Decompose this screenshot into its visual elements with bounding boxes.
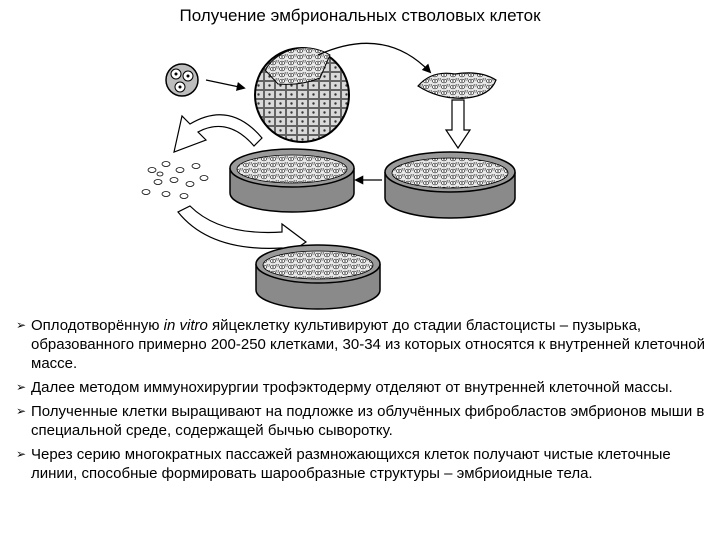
arrow-to-icm (317, 42, 432, 74)
bullet-item: Через серию многократных пассажей размно… (16, 445, 710, 483)
bullet-2-text: Далее методом иммунохирургии трофэктодер… (31, 379, 673, 396)
bullet-item: Далее методом иммунохирургии трофэктодер… (16, 378, 710, 397)
bullet-1-part-3: яйцеклетку культивируют до стадии бласто… (31, 317, 706, 372)
dispersed-cells (141, 161, 209, 199)
arrow-to-right-dish (444, 99, 472, 150)
arrow-to-dispersed-cells (173, 114, 263, 153)
culture-dish-expanded (384, 151, 516, 219)
bullet-1-part-1: Оплодотворённую (31, 317, 164, 334)
bullet-item: Полученные клетки выращивают на подложке… (16, 402, 710, 440)
arrow-to-blastocyst (205, 79, 246, 91)
bullet-list: Оплодотворённую in vitro яйцеклетку куль… (16, 316, 710, 488)
stem-cell-diagram (141, 42, 516, 310)
bullet-1-in-vitro: in vitro (163, 317, 208, 334)
culture-dish-final (255, 244, 381, 310)
culture-dish-primary (229, 148, 355, 213)
inner-cell-mass (417, 72, 497, 99)
bullet-4-text: Через серию многократных пассажей размно… (31, 446, 671, 482)
bullet-3-text: Полученные клетки выращивают на подложке… (31, 403, 705, 439)
zygote-cells (165, 63, 199, 97)
blastocyst (254, 47, 350, 143)
slide-title: Получение эмбриональных стволовых клеток (179, 6, 541, 25)
bullet-item: Оплодотворённую in vitro яйцеклетку куль… (16, 316, 710, 373)
